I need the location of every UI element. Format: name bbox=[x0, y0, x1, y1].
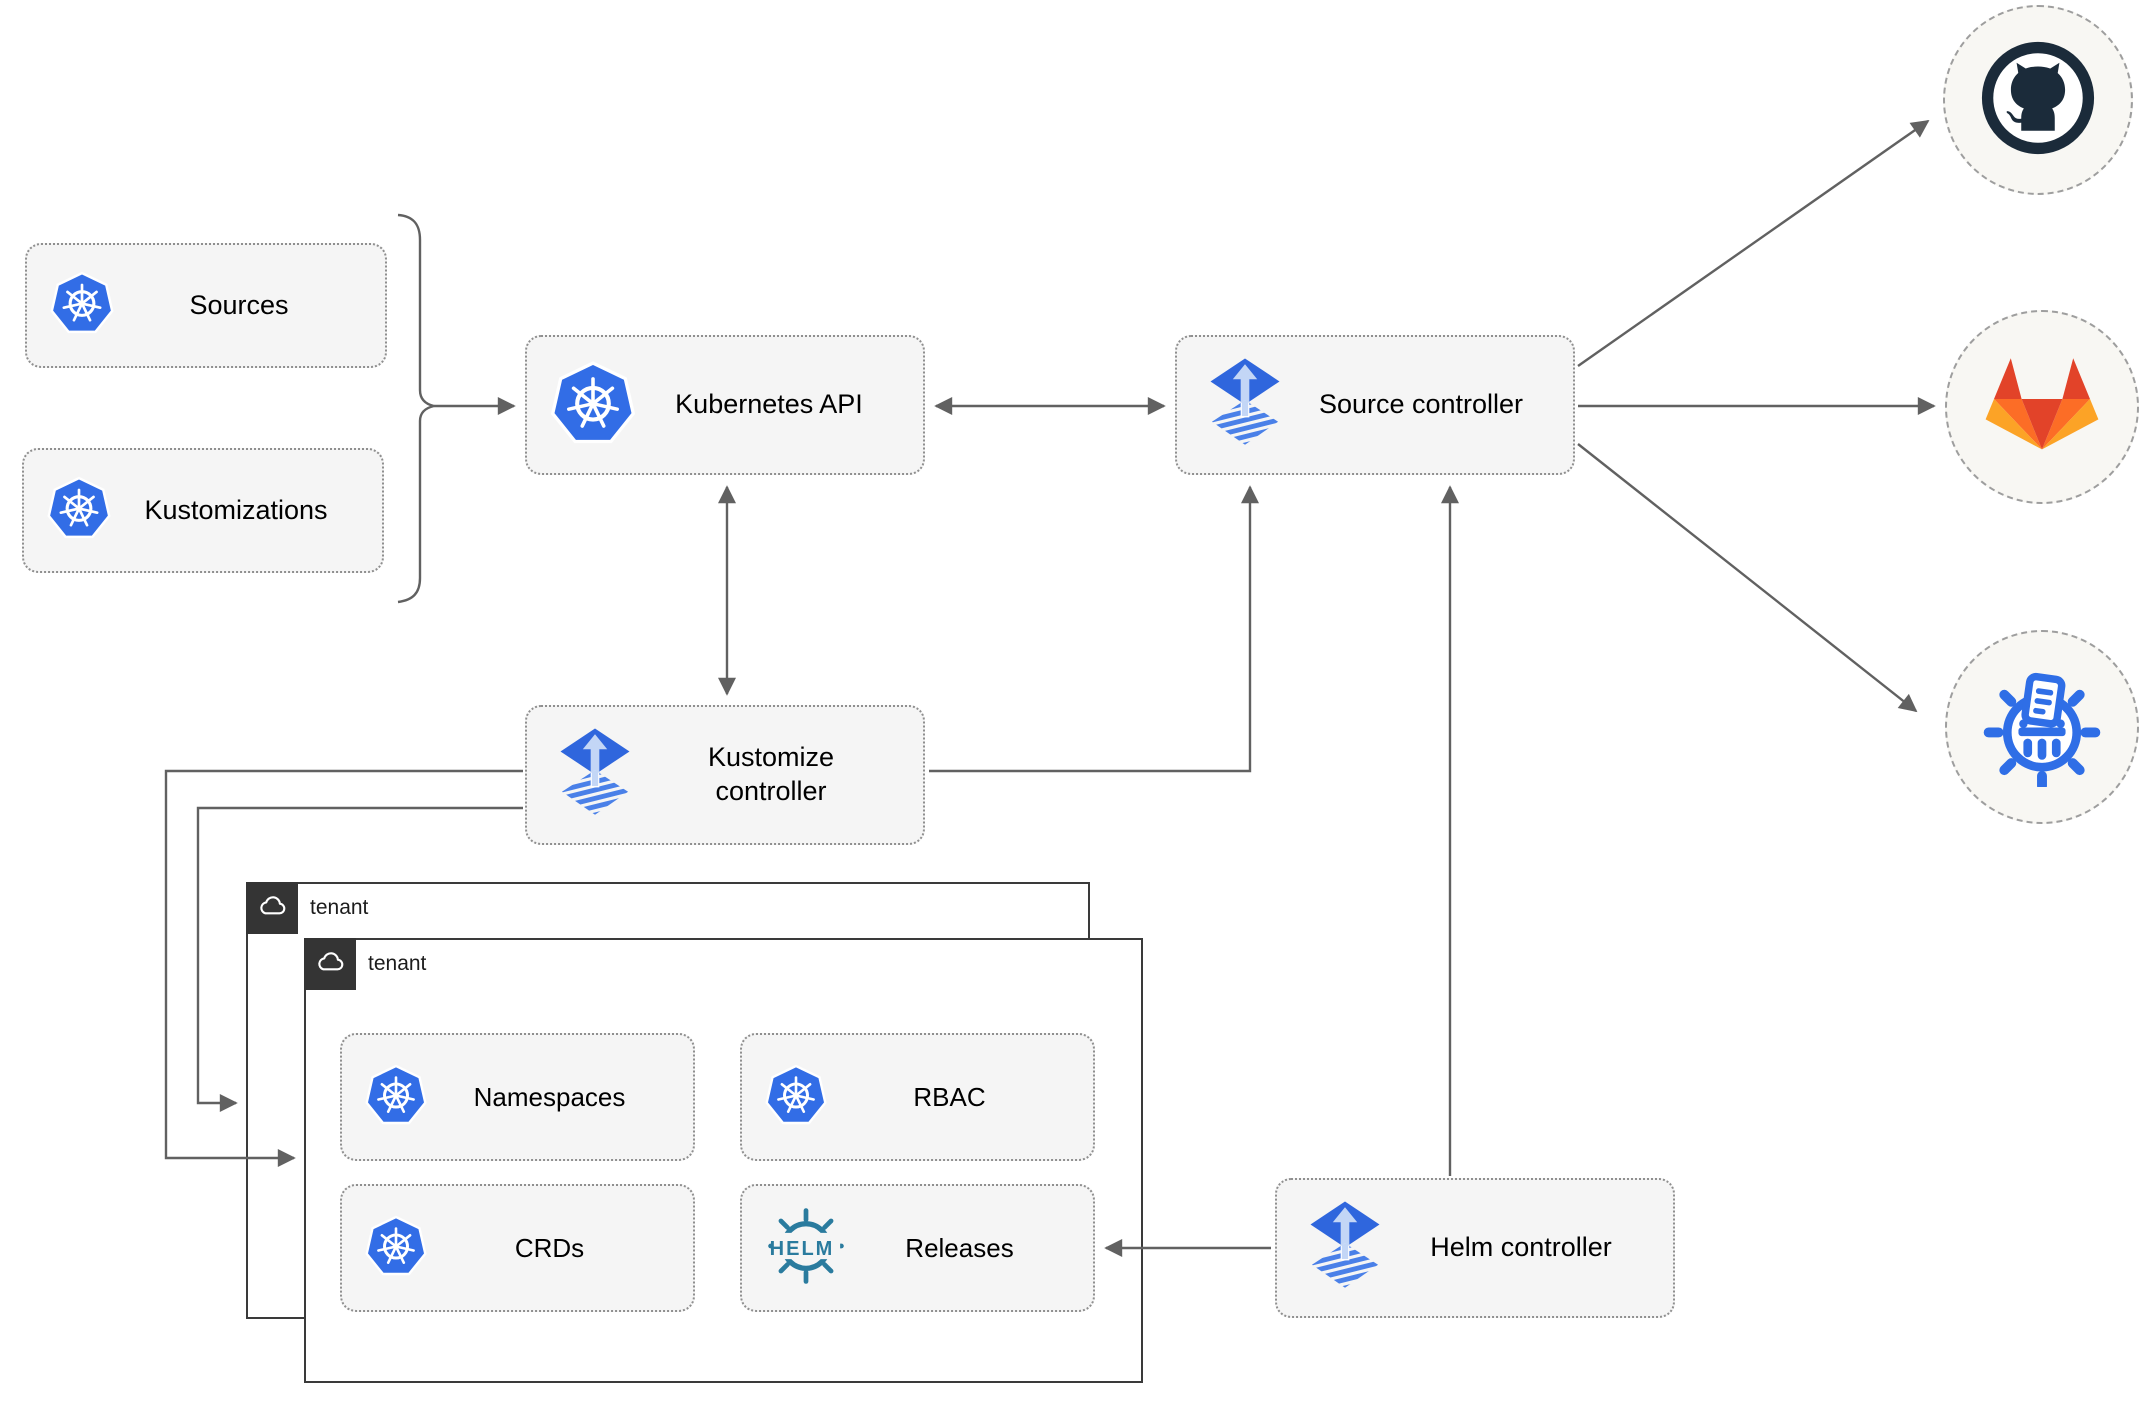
endpoint-gitlab bbox=[1945, 310, 2139, 504]
node-label: Namespaces bbox=[473, 1081, 626, 1112]
kubernetes-icon bbox=[549, 359, 637, 452]
node-releases: Releases bbox=[740, 1184, 1095, 1312]
node-sources: Sources bbox=[25, 243, 387, 368]
cloud-icon bbox=[256, 891, 288, 926]
endpoint-github bbox=[1943, 5, 2133, 195]
node-namespaces: Namespaces bbox=[340, 1033, 695, 1161]
node-label: RBAC bbox=[913, 1081, 986, 1112]
edge-source-controller-to-github bbox=[1577, 119, 1930, 367]
kubernetes-icon bbox=[364, 1063, 428, 1132]
node-label: CRDs bbox=[514, 1232, 585, 1263]
node-crds: CRDs bbox=[340, 1184, 695, 1312]
node-label: Helm controller bbox=[1430, 1232, 1612, 1263]
tenant-group-label: tenant bbox=[310, 896, 369, 919]
node-label: Releases bbox=[905, 1232, 1014, 1263]
edge-brace-sources-kustomizations bbox=[397, 213, 435, 604]
node-label: Sources bbox=[189, 289, 289, 320]
node-label: Kubernetes API bbox=[675, 389, 863, 420]
node-label: Source controller bbox=[1318, 389, 1524, 420]
github-icon bbox=[1975, 35, 2101, 166]
node-label: Kustomizations bbox=[144, 494, 328, 525]
node-kustomize-controller: Kustomize controller bbox=[525, 705, 925, 845]
node-kubernetes-api: Kubernetes API bbox=[525, 335, 925, 475]
edge-kustomize-controller-to-source-controller bbox=[929, 485, 1259, 773]
tenant-badge bbox=[304, 938, 356, 990]
helm-logo-text: HELM bbox=[769, 1238, 835, 1260]
kubernetes-icon bbox=[49, 270, 115, 341]
edge-source-controller-to-registry bbox=[1577, 443, 1918, 713]
registry-wheel-icon bbox=[1980, 663, 2104, 792]
node-helm-controller: Helm controller bbox=[1275, 1178, 1675, 1318]
kubernetes-icon bbox=[46, 475, 112, 546]
endpoint-registry bbox=[1945, 630, 2139, 824]
node-label: Kustomize controller bbox=[707, 742, 835, 806]
tenant-badge bbox=[246, 882, 298, 934]
node-rbac: RBAC bbox=[740, 1033, 1095, 1161]
kubernetes-icon bbox=[764, 1063, 828, 1132]
kubernetes-icon bbox=[364, 1214, 428, 1283]
cloud-icon bbox=[314, 947, 346, 982]
flux-icon bbox=[1199, 357, 1291, 454]
node-source-controller: Source controller bbox=[1175, 335, 1575, 475]
tenant-group-label: tenant bbox=[368, 952, 427, 975]
gitlab-icon bbox=[1982, 351, 2102, 464]
node-kustomizations: Kustomizations bbox=[22, 448, 384, 573]
flux-icon bbox=[549, 727, 641, 824]
flux-icon bbox=[1299, 1200, 1391, 1297]
